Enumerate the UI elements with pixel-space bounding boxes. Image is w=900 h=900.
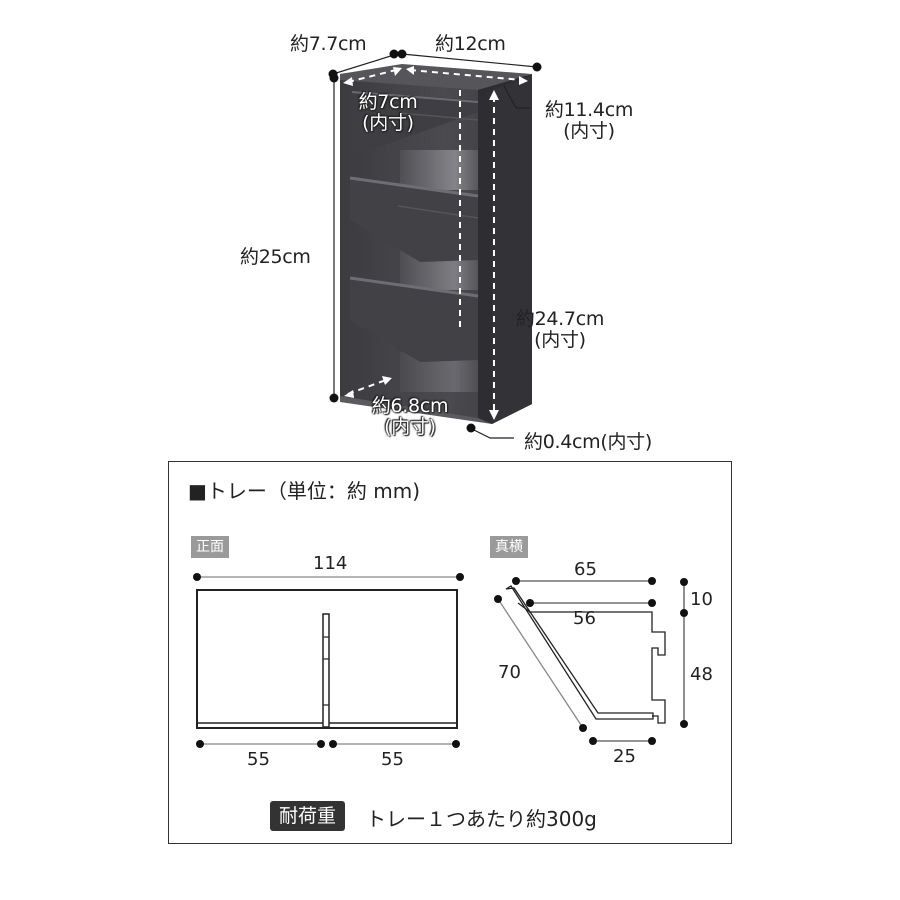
inner-width-value: 約11.4cm <box>544 99 634 121</box>
inner-depth-top-value: 約7cm <box>358 91 418 113</box>
load-capacity-text: トレー１つあたり約300g <box>366 807 597 831</box>
bottom-lip-label: 約0.4cm(内寸) <box>524 431 652 453</box>
side-slant: 70 <box>498 662 521 683</box>
inner-depth-bottom-label: 約6.8cm (内寸) <box>362 396 458 438</box>
side-top-outer: 65 <box>574 559 597 580</box>
inner-depth-top-note: (内寸) <box>362 112 414 134</box>
side-view-tag: 真横 <box>490 536 528 558</box>
inner-depth-top-label: 約7cm (内寸) <box>352 92 424 134</box>
outer-height-label: 約25cm <box>240 246 311 268</box>
outer-width-label: 約12cm <box>435 33 506 55</box>
tray-spec-box <box>168 461 732 844</box>
inner-width-label: 約11.4cm (内寸) <box>534 100 644 142</box>
inner-depth-bottom-value: 約6.8cm <box>371 395 449 417</box>
load-capacity-tag: 耐荷重 <box>270 801 346 831</box>
front-left-half: 55 <box>247 749 270 770</box>
inner-height-value: 約24.7cm <box>515 308 605 330</box>
front-view-tag: 正面 <box>191 536 229 558</box>
inner-depth-bottom-note: (内寸) <box>384 416 436 438</box>
side-lip-height: 10 <box>690 589 713 610</box>
front-width-total: 114 <box>313 553 348 574</box>
outer-depth-label: 約7.7cm <box>290 33 367 55</box>
side-body-height: 48 <box>690 664 713 685</box>
inner-height-note: (内寸) <box>534 329 586 351</box>
tray-section-title: ■トレー（単位：約 mm) <box>188 479 421 503</box>
front-right-half: 55 <box>381 749 404 770</box>
side-top-inner: 56 <box>573 608 596 629</box>
inner-width-note: (内寸) <box>563 120 615 142</box>
shelf-illustration <box>328 49 542 439</box>
inner-height-label: 約24.7cm (内寸) <box>504 309 616 351</box>
side-bottom: 25 <box>613 746 636 767</box>
